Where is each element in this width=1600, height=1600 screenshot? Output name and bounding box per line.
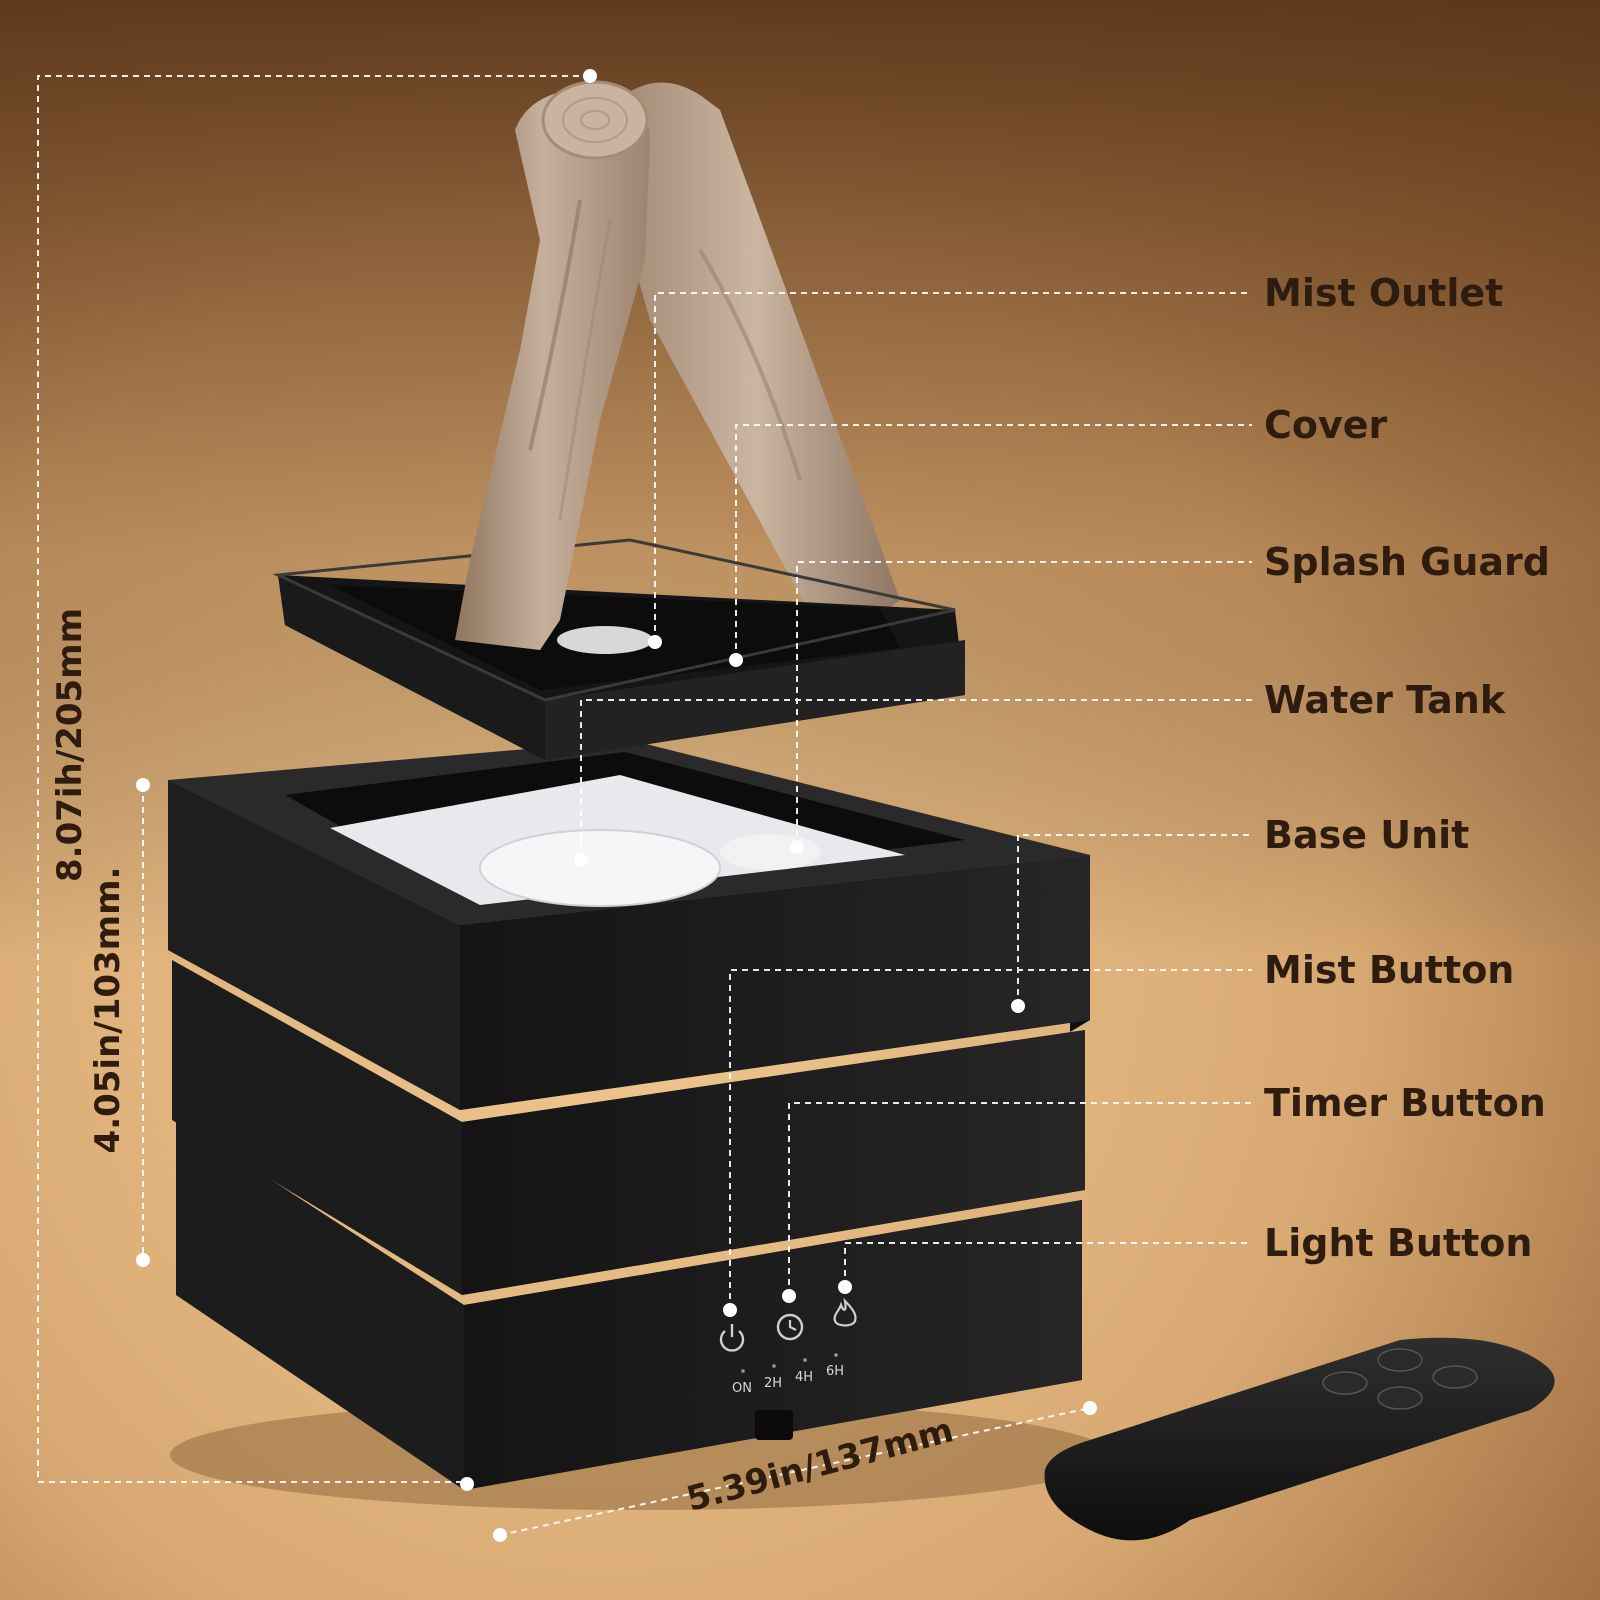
dimension-total-height: 8.07ih/205mm <box>50 608 90 882</box>
dimension-base-height: 4.05in/103mm. <box>88 866 128 1154</box>
leader-dots <box>136 69 1097 1542</box>
back-log <box>610 82 900 650</box>
base-unit <box>168 740 1090 1490</box>
label-light-button: Light Button <box>1264 1221 1533 1265</box>
clock-icon[interactable] <box>776 1313 804 1341</box>
timer-indicator-dots <box>741 1353 838 1373</box>
control-panel <box>719 1297 857 1373</box>
timer-tag-4h: 4H <box>795 1370 814 1385</box>
mist-outlet <box>557 626 653 654</box>
label-water-tank: Water Tank <box>1264 678 1506 722</box>
timer-tag-6h: 6H <box>826 1364 845 1379</box>
timer-tag-2h: 2H <box>764 1376 783 1391</box>
label-mist-button: Mist Button <box>1264 948 1515 992</box>
power-icon[interactable] <box>719 1324 745 1352</box>
leader-lines <box>37 75 1252 1536</box>
remote-button-light[interactable] <box>1377 1386 1423 1410</box>
label-cover: Cover <box>1264 403 1388 447</box>
remote-control <box>1044 1337 1555 1541</box>
remote-button-mist[interactable] <box>1432 1365 1478 1389</box>
drain-port <box>755 1410 793 1440</box>
label-base-unit: Base Unit <box>1264 813 1470 857</box>
front-log <box>455 80 650 650</box>
log-end-grain <box>541 80 649 160</box>
timer-tag-on: ON <box>732 1381 752 1396</box>
flame-icon[interactable] <box>833 1297 857 1327</box>
label-mist-outlet: Mist Outlet <box>1264 271 1504 315</box>
label-splash-guard: Splash Guard <box>1264 540 1550 584</box>
label-timer-button: Timer Button <box>1264 1081 1546 1125</box>
tank-reservoir <box>479 829 721 907</box>
remote-button-top[interactable] <box>1377 1348 1423 1372</box>
remote-button-power[interactable] <box>1322 1371 1368 1395</box>
